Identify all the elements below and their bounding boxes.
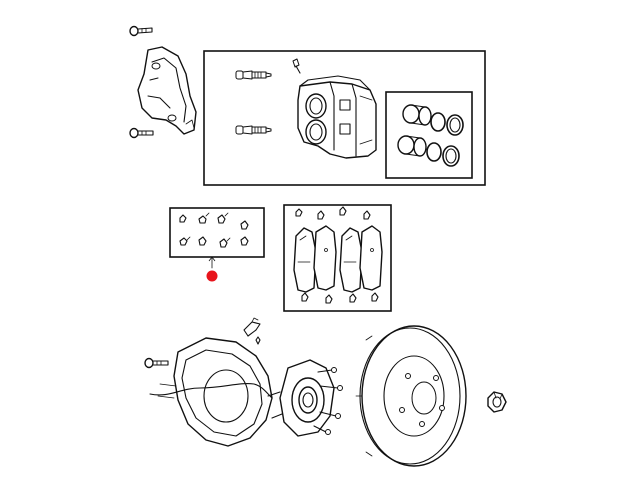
caliper-assembly-frame xyxy=(203,50,486,186)
hub-nut[interactable] xyxy=(487,391,507,413)
hardware-clip xyxy=(179,214,187,223)
bleeder-screw[interactable] xyxy=(292,58,301,74)
splash-shield-bolt[interactable] xyxy=(144,357,169,369)
piston-seal-lower[interactable] xyxy=(426,142,442,162)
brake-pad-outer-1[interactable] xyxy=(313,225,337,291)
pad-clips-top xyxy=(295,206,371,220)
caliper-guide-pin-lower[interactable] xyxy=(235,125,272,135)
brake-pad-inner-2[interactable] xyxy=(339,227,363,293)
brake-pad-inner-1[interactable] xyxy=(293,227,317,293)
hardware-clip xyxy=(198,236,207,246)
piston-seal-upper[interactable] xyxy=(430,112,446,132)
pad-clips-bottom xyxy=(301,292,379,304)
caliper-anchor-bracket[interactable] xyxy=(137,46,197,135)
brake-pad-kit-frame xyxy=(283,204,392,312)
dust-boot-upper[interactable] xyxy=(446,114,464,136)
caliper-housing[interactable] xyxy=(297,75,377,159)
highlight-marker[interactable] xyxy=(206,270,218,282)
caliper-bolt-upper[interactable] xyxy=(129,25,153,37)
hardware-clip xyxy=(198,215,207,224)
hardware-clip xyxy=(217,214,226,224)
caliper-piston-lower[interactable] xyxy=(397,135,427,157)
sensor-wire xyxy=(149,383,273,399)
brake-splash-shield[interactable] xyxy=(157,337,273,447)
hardware-clip xyxy=(240,220,249,230)
wheel-speed-sensor[interactable] xyxy=(243,317,261,345)
brake-rotor[interactable] xyxy=(355,325,467,467)
callout-leader xyxy=(208,256,216,269)
hub-bearing-assembly[interactable] xyxy=(267,359,343,437)
caliper-bolt-lower[interactable] xyxy=(129,127,154,139)
hardware-kit-frame xyxy=(169,207,265,258)
caliper-guide-pin-upper[interactable] xyxy=(235,70,272,80)
caliper-piston-upper[interactable] xyxy=(402,104,432,126)
dust-boot-lower[interactable] xyxy=(442,145,460,167)
hardware-clip xyxy=(240,236,249,246)
brake-pad-outer-2[interactable] xyxy=(359,225,383,291)
hardware-clip xyxy=(219,238,228,248)
hardware-clip xyxy=(179,237,188,246)
hardware-kit[interactable] xyxy=(179,212,249,248)
piston-seal-kit-frame xyxy=(385,91,473,179)
